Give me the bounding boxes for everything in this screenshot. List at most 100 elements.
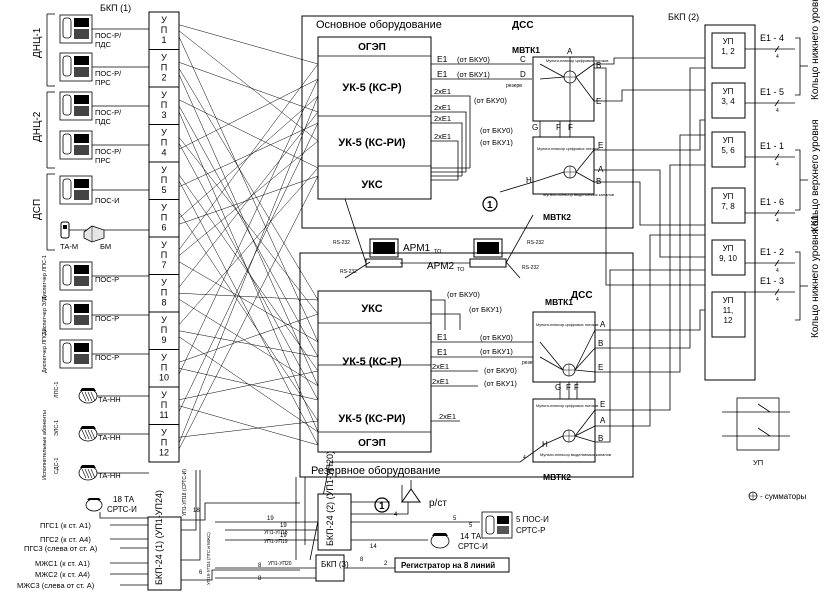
- up-label-4: УП1-УП19: [264, 539, 288, 545]
- main-dss-label: ДСС: [512, 20, 534, 31]
- up-unit-label-b: П: [161, 363, 167, 373]
- up-unit-label-b: П: [161, 100, 167, 110]
- reserve-bku-5: (от БКУ0): [484, 366, 517, 375]
- mzhs-2: МЖС2 (к ст. А4): [35, 570, 90, 579]
- main-port-h2: H: [526, 176, 532, 185]
- up-unit-7: УП7: [161, 240, 167, 270]
- term-8-l1: ПОС-Р: [95, 353, 119, 362]
- pos5-label: 5 ПОС-И: [516, 515, 549, 524]
- bkp2-unit-2: УП3, 4: [711, 82, 746, 119]
- term-7-l1: ПОС-Р: [95, 314, 119, 323]
- reserve-mux2-a: Мульти-плексор цифровых потоков: [536, 404, 598, 408]
- pgs-1: ПГС1 (к ст. А1): [40, 521, 91, 530]
- bkp2-unit-3: УП5, 6: [711, 131, 746, 168]
- num-8b: 8: [258, 576, 262, 582]
- pos5-phone-icon: [481, 511, 513, 539]
- up-unit-label-b: П: [161, 213, 167, 223]
- antenna-icon: [401, 480, 421, 503]
- phone-icon: [59, 14, 149, 44]
- up-label-2: УП19-УП24 (ПГС и МЖС): [206, 532, 211, 585]
- ta14-srts-label: СРТС-И: [458, 542, 488, 551]
- ta-m-icon: [60, 221, 70, 239]
- main-link-2xe1-3: 2xE1: [434, 114, 451, 123]
- main-bku-1: (от БКУ0): [457, 55, 490, 64]
- reserve-bku-1: (от БКУ0): [447, 290, 480, 299]
- bkp24-1-links: [181, 470, 300, 581]
- main-port-c1: C: [520, 55, 526, 64]
- bkp2-unit-ports: 1, 2: [721, 47, 735, 56]
- reserve-bku-2: (от БКУ1): [469, 305, 502, 314]
- reserve-port-e1: E: [598, 363, 603, 372]
- main-uk5-ksri: УК-5 (КС-РИ): [338, 137, 405, 149]
- up-legend-symbol: [722, 397, 790, 451]
- main-mvtk2-label: МВТК2: [543, 212, 571, 222]
- main-bku-2: (от БКУ1): [457, 70, 490, 79]
- term-5-l1: ПОС-И: [95, 196, 120, 205]
- group-dsp: ДСП: [32, 199, 43, 220]
- up-unit-label-a: У: [161, 90, 167, 100]
- terminal-labels: ПОС-Р/ ПДС ПОС-Р/ ПРС ПОС-Р/ ПДС ПОС-Р/ …: [60, 31, 122, 480]
- bkp24-1-box: [147, 516, 182, 591]
- bottom-ta18: 18 ТА: [113, 495, 135, 504]
- reserve-port-g1: G: [555, 383, 561, 392]
- reserve-port-a1: A: [600, 320, 606, 329]
- bkp2-unit-ports: 5, 6: [721, 146, 735, 155]
- up-unit-3: УП3: [161, 90, 167, 120]
- up-unit-label-a: У: [161, 203, 167, 213]
- up-unit-number: 5: [161, 185, 166, 195]
- term-11-l1: ТА-НН: [98, 471, 121, 480]
- reserve-mvtk2-four: 4: [523, 455, 526, 461]
- bottom-circle-1: [374, 497, 390, 513]
- group-dnc1: ДНЦ-1: [32, 27, 43, 58]
- phone-icon: [59, 175, 149, 205]
- num-8c: 8: [360, 557, 364, 563]
- rs232-1: RS-232: [333, 240, 350, 246]
- phone-icon: [59, 52, 149, 82]
- bkp2-unit-label: УП: [723, 37, 734, 46]
- group-elt: Диспетчер ЭЛТ: [42, 295, 48, 335]
- term-9-l1: ТА-НН: [98, 395, 121, 404]
- main-uks: УКС: [361, 179, 382, 191]
- arm-links: [344, 198, 534, 279]
- main-equip-stack: [317, 36, 432, 200]
- main-station-title: Основное оборудование: [316, 19, 442, 31]
- sub-lps1: ЛПС-1: [54, 382, 60, 398]
- up-unit-label-a: У: [161, 128, 167, 138]
- reserve-equip-stack: [317, 290, 432, 453]
- term-6-l1: ПОС-Р: [95, 275, 119, 284]
- term-2-l1: ПОС-Р/: [95, 69, 122, 78]
- bkp2-unit-1: УП1, 2: [711, 32, 746, 69]
- up-unit-number: 6: [161, 223, 166, 233]
- rs232-4: RS-232: [522, 265, 539, 271]
- up-unit-label-a: У: [161, 15, 167, 25]
- up-unit-label-a: У: [161, 315, 167, 325]
- num-19a: 19: [267, 516, 274, 522]
- e1-four: 4: [776, 268, 779, 274]
- e1-four: 4: [776, 108, 779, 114]
- main-link-2xe1-1: 2xE1: [434, 87, 451, 96]
- radio-label: р/ст: [429, 498, 447, 509]
- phone-icon: [59, 130, 149, 160]
- e1-output-1: E1 - 44: [745, 33, 795, 60]
- bkp2-unit-label: УП: [723, 244, 734, 253]
- num-14: 14: [370, 544, 377, 550]
- reserve-port-a2: A: [600, 416, 606, 425]
- up-unit-1: УП1: [161, 15, 167, 45]
- term-2-l2: ПРС: [95, 78, 111, 87]
- num-6: 6: [199, 570, 203, 576]
- up-unit-number: 11: [159, 410, 168, 420]
- up-unit-label-a: У: [161, 428, 167, 438]
- e1-label: E1 - 3: [760, 276, 784, 286]
- num-8a: 8: [258, 563, 262, 569]
- main-ogep: ОГЭП: [358, 42, 386, 53]
- up-unit-6: УП6: [161, 203, 167, 233]
- reserve-dss-label: ДСС: [571, 290, 593, 301]
- main-link-e1-1: E1: [437, 54, 448, 64]
- main-port-g1: G: [532, 123, 538, 132]
- reserve-bku-4: (от БКУ1): [480, 347, 513, 356]
- up-unit-label-b: П: [161, 288, 167, 298]
- up-label-3: УП1-УП18: [264, 530, 288, 536]
- e1-output-4: E1 - 64: [745, 197, 795, 224]
- e1-output-6: E1 - 34: [745, 276, 795, 303]
- reserve-link-2xe1-1: 2xE1: [432, 362, 449, 371]
